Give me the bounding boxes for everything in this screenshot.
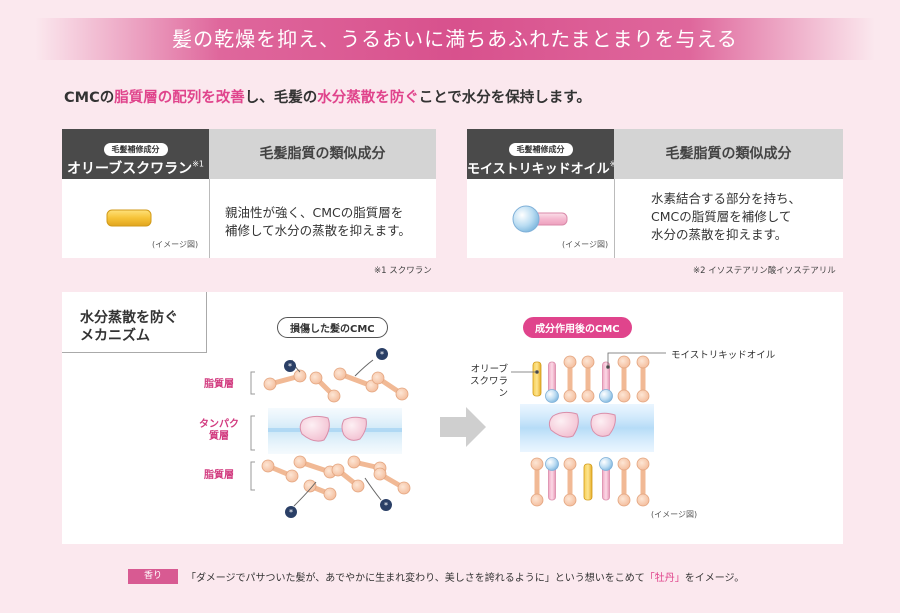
image-note: (イメージ図) bbox=[152, 240, 199, 249]
ingredient-sup: ※1 bbox=[192, 159, 204, 169]
image-note: (イメージ図) bbox=[651, 510, 698, 519]
footnote-1: ※1 スクワラン bbox=[374, 266, 432, 276]
lipid-molecule bbox=[636, 457, 650, 507]
fragrance-highlight: 「牡丹」 bbox=[644, 573, 685, 584]
lipid-molecule bbox=[371, 371, 409, 401]
left-brackets bbox=[250, 371, 255, 491]
olive-molecule-icon bbox=[106, 209, 152, 227]
desc-line: 補修して水分の蒸散を抑えます。 bbox=[225, 223, 411, 238]
lead-part: CMCの bbox=[64, 90, 115, 106]
ingredient-name: オリーブスクワラン bbox=[67, 161, 193, 177]
lipid-molecule bbox=[263, 369, 307, 391]
similar-header: 毛髪脂質の類似成分 bbox=[614, 129, 843, 179]
fragrance-text-part: 「ダメージでパサついた髪が、あでやかに生まれ変わり、美しさを誇れるように」という… bbox=[186, 573, 645, 584]
lead-text: CMCの脂質層の配列を改善し、毛髪の水分蒸散を防ぐことで水分を保持します。 bbox=[64, 86, 591, 107]
fragrance-text: 「ダメージでパサついた髪が、あでやかに生まれ変わり、美しさを誇れるように」という… bbox=[186, 569, 744, 584]
lipid-layer-label: 脂質層 bbox=[204, 379, 234, 390]
olive-label-line: スクワラン bbox=[469, 376, 508, 399]
olive-squalane-molecule bbox=[532, 361, 542, 397]
desc-line: 水素結合する部分を持ち、 bbox=[651, 191, 802, 206]
ingredient-header: 毛髪補修成分 オリーブスクワラン※1 bbox=[62, 129, 209, 179]
damaged-cmc-label: 損傷した髪のCMC bbox=[277, 317, 388, 338]
lipid-molecule bbox=[563, 355, 577, 403]
ingredient-tag: 毛髪補修成分 bbox=[508, 143, 573, 156]
lead-highlight: 脂質層の配列を改善 bbox=[114, 90, 245, 106]
moist-molecule-icon bbox=[512, 205, 568, 233]
svg-text:*: * bbox=[380, 350, 384, 359]
lipid-molecule bbox=[373, 467, 411, 495]
lipid-molecule bbox=[333, 367, 379, 393]
damaged-lipids bbox=[261, 367, 411, 501]
olive-label-line: オリーブ bbox=[470, 364, 508, 375]
protein-layer-label: タンパク 質層 bbox=[198, 419, 240, 443]
similar-header: 毛髪脂質の類似成分 bbox=[209, 129, 436, 179]
lipid-molecule bbox=[293, 455, 337, 479]
after-cmc-label: 成分作用後のCMC bbox=[523, 317, 632, 338]
svg-text:*: * bbox=[384, 501, 388, 510]
banner-title: 髪の乾燥を抑え、うるおいに満ちあふれたまとまりを与える bbox=[35, 18, 875, 60]
desc-line: CMCの脂質層を補修して bbox=[651, 209, 792, 224]
ingredient-name: モイストリキッドオイル bbox=[467, 162, 610, 177]
ingredient-desc: 水素結合する部分を持ち、 CMCの脂質層を補修して 水分の蒸散を抑えます。 bbox=[651, 190, 836, 244]
moist-label: モイストリキッドオイル bbox=[671, 350, 776, 361]
lead-part: ことで水分を保持します。 bbox=[418, 90, 591, 106]
ingredient-tag: 毛髪補修成分 bbox=[103, 143, 168, 156]
image-note: (イメージ図) bbox=[562, 240, 609, 249]
divider bbox=[209, 179, 210, 258]
divider bbox=[614, 179, 615, 258]
lipid-molecule bbox=[261, 459, 299, 483]
water-molecule-icons: * * * * bbox=[284, 348, 392, 518]
ingredient-header: 毛髪補修成分 モイストリキッドオイル※2 bbox=[467, 129, 621, 179]
lipid-molecule bbox=[309, 371, 341, 403]
lipid-molecule bbox=[636, 355, 650, 403]
svg-text:*: * bbox=[289, 508, 293, 517]
protein-label-line: 質層 bbox=[209, 431, 229, 442]
ingredient-desc: 親油性が強く、CMCの脂質層を 補修して水分の蒸散を抑えます。 bbox=[225, 204, 430, 240]
lipid-molecule bbox=[617, 457, 631, 507]
transition-arrow-icon bbox=[440, 407, 486, 447]
protein-label-line: タンパク bbox=[199, 419, 239, 430]
mechanism-title-box: 水分蒸散を防ぐ メカニズム bbox=[62, 292, 207, 353]
mechanism-title: メカニズム bbox=[80, 328, 150, 344]
moist-oil-molecule bbox=[599, 361, 613, 403]
ingredient-card-moist: 毛髪補修成分 モイストリキッドオイル※2 毛髪脂質の類似成分 (イメージ図) 水… bbox=[467, 129, 843, 258]
svg-text:*: * bbox=[288, 362, 292, 371]
lipid-molecule bbox=[331, 463, 365, 493]
moist-oil-molecule bbox=[545, 361, 559, 403]
lipid-molecule bbox=[617, 355, 631, 403]
lipid-layer-label: 脂質層 bbox=[204, 470, 234, 481]
mechanism-title: 水分蒸散を防ぐ bbox=[80, 310, 178, 326]
repaired-lipids bbox=[530, 355, 650, 507]
moist-oil-molecule bbox=[599, 457, 613, 501]
desc-line: 親油性が強く、CMCの脂質層を bbox=[225, 205, 404, 220]
lipid-molecule bbox=[581, 355, 595, 403]
lead-part: し、毛髪の bbox=[244, 90, 318, 106]
fragrance-text-part: をイメージ。 bbox=[684, 573, 745, 584]
moist-oil-molecule bbox=[545, 457, 559, 501]
lead-highlight: 水分蒸散を防ぐ bbox=[317, 90, 419, 106]
ingredient-card-olive: 毛髪補修成分 オリーブスクワラン※1 毛髪脂質の類似成分 (イメージ図) 親油性… bbox=[62, 129, 436, 258]
footnote-2: ※2 イソステアリン酸イソステアリル bbox=[693, 266, 836, 276]
fragrance-tag: 香り bbox=[128, 569, 178, 584]
lipid-molecule bbox=[303, 479, 337, 501]
lipid-molecule bbox=[530, 457, 544, 507]
lipid-molecule bbox=[563, 457, 577, 507]
desc-line: 水分の蒸散を抑えます。 bbox=[651, 227, 788, 242]
olive-label: オリーブ スクワラン bbox=[466, 364, 508, 400]
olive-squalane-molecule bbox=[583, 463, 593, 501]
